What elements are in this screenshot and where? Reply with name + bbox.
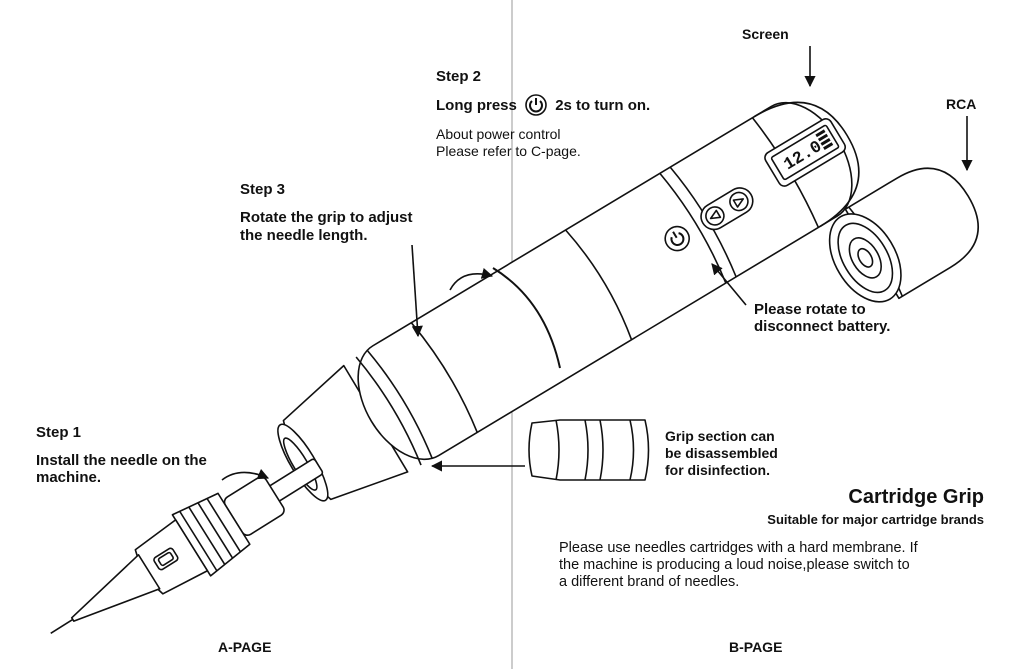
cartridge-subtitle: Suitable for major cartridge brands bbox=[767, 512, 984, 527]
down-arrow-icon bbox=[709, 209, 722, 220]
page-b-label: B-PAGE bbox=[729, 639, 783, 655]
grip-section bbox=[528, 419, 650, 481]
grip-line-1: Grip section can bbox=[665, 428, 775, 444]
grip-rotation-mark bbox=[492, 267, 561, 369]
step1-line-1: Install the needle on the bbox=[36, 452, 207, 469]
rca-cap bbox=[828, 167, 979, 303]
notice-line-3: a different brand of needles. bbox=[559, 574, 740, 590]
step2-note-2: Please refer to C-page. bbox=[436, 143, 581, 159]
step2-text-before: Long press bbox=[436, 97, 517, 114]
step2-text-after: 2s to turn on. bbox=[555, 97, 651, 114]
power-icon bbox=[525, 94, 547, 116]
step2-note-1: About power control bbox=[436, 126, 561, 142]
battery-icon bbox=[815, 129, 834, 150]
up-arrow-icon bbox=[732, 198, 744, 208]
step3-pointer bbox=[411, 244, 423, 338]
cartridge-title: Cartridge Grip bbox=[848, 486, 984, 508]
battery-line-1: Please rotate to bbox=[754, 301, 866, 318]
battery-pointer bbox=[711, 263, 747, 306]
down-arrow-button[interactable] bbox=[703, 204, 728, 229]
notice-line-1: Please use needles cartridges with a har… bbox=[559, 540, 918, 556]
step3-line-1: Rotate the grip to adjust bbox=[240, 209, 413, 226]
grip-line-2: be disassembled bbox=[665, 445, 778, 461]
up-arrow-button[interactable] bbox=[727, 189, 752, 214]
step2-title: Step 2 bbox=[436, 68, 482, 85]
screen-label: Screen bbox=[742, 26, 789, 42]
needle-rotate-arrow bbox=[221, 468, 270, 481]
needle-cartridge bbox=[50, 458, 324, 634]
notice-line-2: the machine is producing a loud noise,pl… bbox=[559, 557, 910, 573]
grip-rotate-arrow bbox=[449, 267, 494, 291]
power-button[interactable] bbox=[661, 222, 694, 255]
step3-title: Step 3 bbox=[240, 181, 286, 198]
step2-text: Long press 2s to turn on. bbox=[436, 94, 650, 116]
step1-title: Step 1 bbox=[36, 424, 82, 441]
battery-line-2: disconnect battery. bbox=[754, 318, 891, 335]
step1-line-2: machine. bbox=[36, 469, 102, 486]
control-panel: 12.0 bbox=[661, 117, 847, 255]
rca-label: RCA bbox=[946, 96, 977, 112]
step3-line-2: the needle length. bbox=[240, 227, 368, 244]
grip-line-3: for disinfection. bbox=[665, 462, 770, 478]
page-a-label: A-PAGE bbox=[218, 639, 272, 655]
power-icon bbox=[670, 232, 685, 246]
